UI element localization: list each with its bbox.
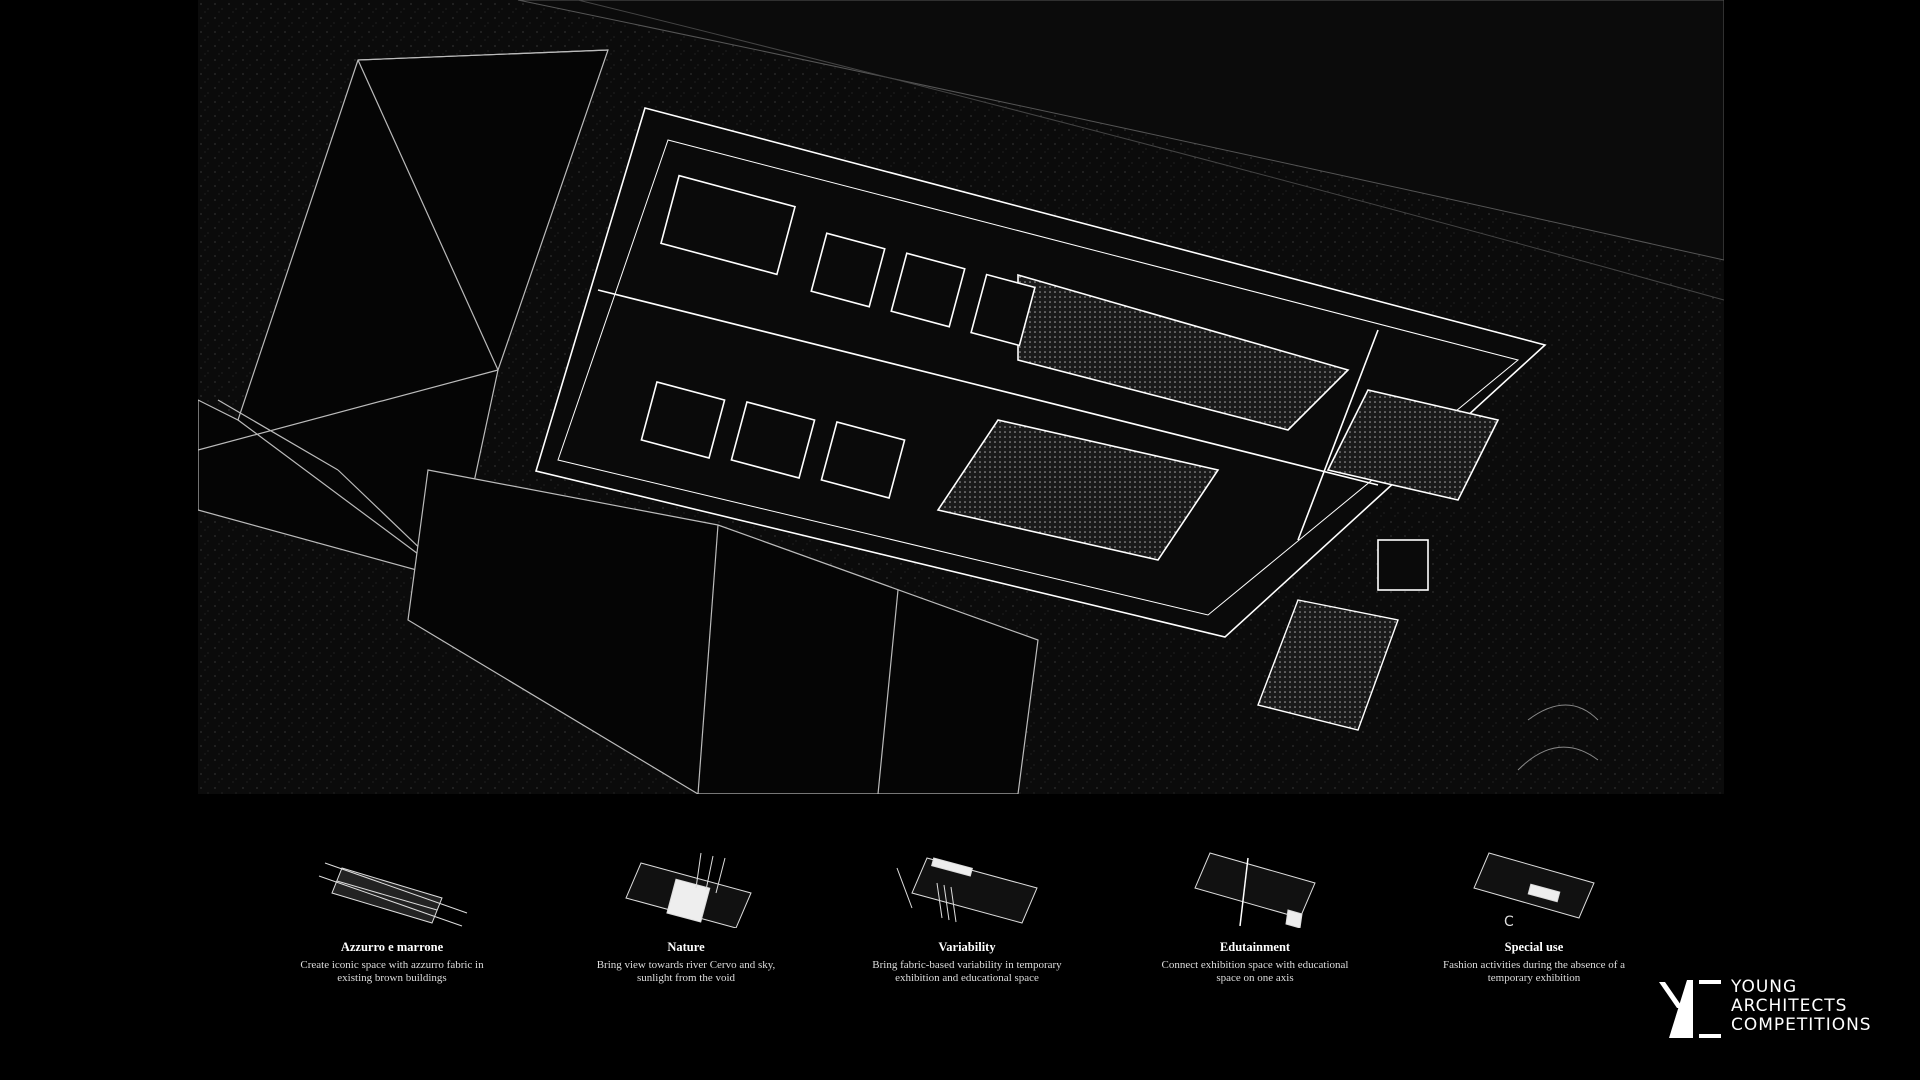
concept-description: space on one axis	[1216, 972, 1294, 984]
existing-building-roof	[198, 49, 609, 581]
concept-description: Fashion activities during the absence of…	[1442, 959, 1626, 971]
concept-description: Connect exhibition space with educationa…	[1161, 959, 1349, 971]
concept-description: Create iconic space with azzurro fabric …	[300, 959, 484, 971]
concept-variability: Variability Bring fabric-based variabili…	[817, 848, 1117, 985]
nature-diagram-icon	[625, 852, 752, 928]
logo-line: YOUNG	[1731, 977, 1798, 997]
logo-line: COMPETITIONS	[1731, 1015, 1872, 1035]
azzurro-diagram-icon	[318, 862, 468, 927]
axonometric-site-drawing	[198, 0, 1724, 794]
yac-logo-mark-icon	[1659, 980, 1721, 1038]
edutainment-diagram-icon	[1194, 852, 1316, 928]
concept-description: Bring view towards river Cervo and sky,	[596, 959, 776, 971]
concept-title: Variability	[938, 940, 996, 954]
special-use-diagram-icon: C	[1473, 852, 1595, 928]
concept-description: exhibition and educational space	[895, 972, 1039, 984]
concept-special-use: C Special use Fashion activities during …	[1384, 848, 1684, 985]
yac-logo: YOUNG ARCHITECTS COMPETITIONS	[1659, 978, 1899, 1040]
logo-line: ARCHITECTS	[1731, 996, 1848, 1016]
concept-edutainment: Edutainment Connect exhibition space wit…	[1105, 848, 1405, 985]
concept-description: existing brown buildings	[337, 972, 447, 984]
lower-building-roof	[407, 469, 1039, 794]
concept-description: temporary exhibition	[1487, 972, 1581, 984]
concept-title: Azzurro e marrone	[340, 940, 444, 954]
concept-title: Edutainment	[1219, 940, 1291, 954]
concept-description: sunlight from the void	[636, 972, 736, 984]
concept-azzurro-e-marrone: Azzurro e marrone Create iconic space wi…	[242, 848, 542, 985]
concept-nature: Nature Bring view towards river Cervo an…	[536, 848, 836, 985]
pavilion	[1257, 599, 1399, 731]
main-complex	[534, 107, 1547, 638]
svg-text:C: C	[1504, 914, 1514, 928]
landscape-path	[1517, 704, 1599, 771]
concept-title: Nature	[667, 940, 705, 954]
concept-description: Bring fabric-based variability in tempor…	[872, 959, 1062, 971]
river	[517, 0, 1724, 261]
variability-diagram-icon	[896, 857, 1038, 924]
concept-title: Special use	[1504, 940, 1564, 954]
